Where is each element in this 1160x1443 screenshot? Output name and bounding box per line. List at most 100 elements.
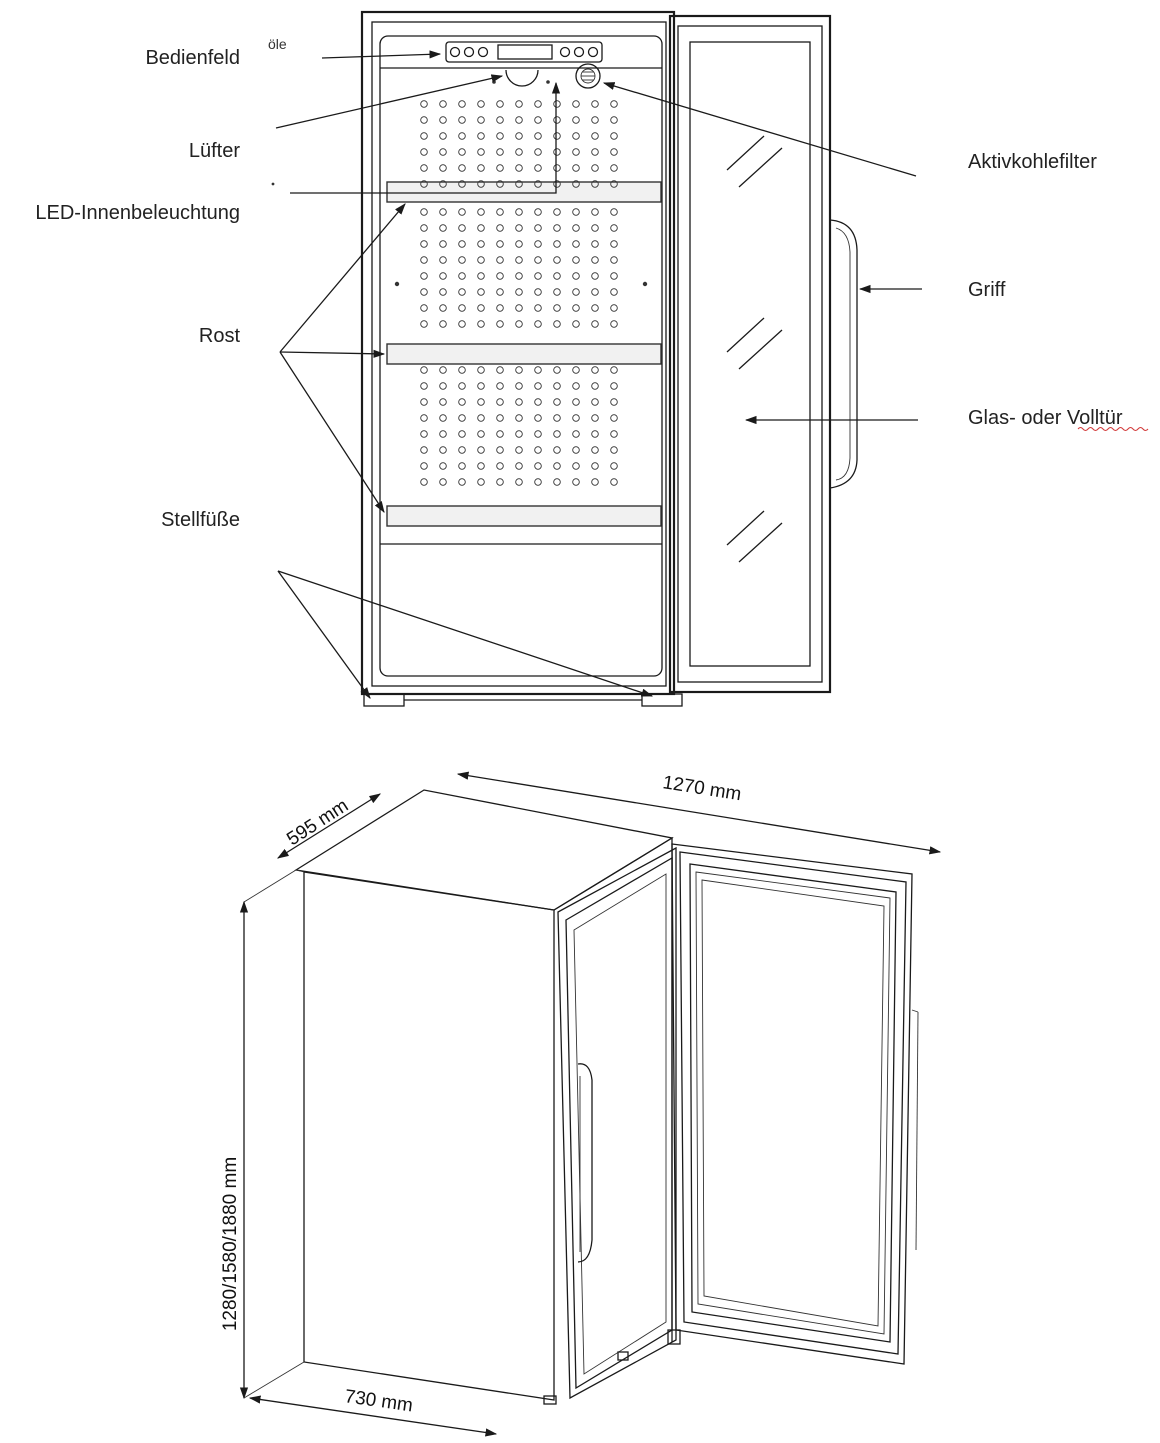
vent-hole bbox=[515, 446, 523, 454]
vent-hole bbox=[572, 208, 580, 216]
vent-hole bbox=[515, 320, 523, 328]
vent-hole bbox=[477, 414, 485, 422]
vent-hole bbox=[420, 366, 428, 374]
label-luefter: Lüfter bbox=[189, 140, 240, 162]
vent-hole bbox=[610, 414, 618, 422]
vent-hole bbox=[439, 240, 447, 248]
vent-hole bbox=[534, 446, 542, 454]
vent-hole bbox=[420, 414, 428, 422]
vent-hole bbox=[439, 478, 447, 486]
vent-hole bbox=[420, 446, 428, 454]
label-aktivkohlefilter: Aktivkohlefilter bbox=[968, 151, 1097, 173]
vent-hole bbox=[439, 164, 447, 172]
vent-hole bbox=[515, 132, 523, 140]
vent-hole bbox=[477, 100, 485, 108]
vent-hole bbox=[534, 320, 542, 328]
vent-hole bbox=[496, 304, 504, 312]
vent-hole bbox=[420, 398, 428, 406]
leader-rost-3 bbox=[279, 351, 385, 513]
vent-hole bbox=[477, 382, 485, 390]
vent-hole bbox=[420, 272, 428, 280]
vent-hole bbox=[515, 256, 523, 264]
vent-hole bbox=[477, 116, 485, 124]
vent-hole bbox=[553, 240, 561, 248]
vent-hole bbox=[458, 478, 466, 486]
vent-hole bbox=[420, 382, 428, 390]
vent-hole bbox=[553, 478, 561, 486]
vent-hole bbox=[458, 398, 466, 406]
leader-stellfuesse-1 bbox=[277, 570, 371, 699]
vent-hole bbox=[496, 320, 504, 328]
cabinet-top bbox=[294, 789, 674, 911]
vent-hole bbox=[420, 304, 428, 312]
vent-hole bbox=[477, 180, 485, 188]
vent-hole bbox=[420, 240, 428, 248]
vent-hole bbox=[572, 446, 580, 454]
vent-hole bbox=[458, 304, 466, 312]
vent-hole bbox=[572, 272, 580, 280]
vent-hole bbox=[439, 382, 447, 390]
vent-hole bbox=[477, 446, 485, 454]
label-led: LED-Innenbeleuchtung bbox=[35, 202, 240, 224]
vent-hole bbox=[553, 180, 561, 188]
vent-hole bbox=[515, 148, 523, 156]
leader-led bbox=[290, 81, 561, 194]
panel-button bbox=[559, 46, 571, 58]
vent-hole bbox=[439, 446, 447, 454]
leader-rost-2 bbox=[279, 349, 386, 358]
vent-hole bbox=[439, 398, 447, 406]
vent-hole bbox=[591, 116, 599, 124]
vent-hole bbox=[591, 132, 599, 140]
vent-hole bbox=[420, 430, 428, 438]
vent-hole bbox=[477, 272, 485, 280]
vent-hole bbox=[496, 272, 504, 280]
vent-hole bbox=[553, 430, 561, 438]
vent-hole bbox=[591, 366, 599, 374]
vent-hole bbox=[534, 462, 542, 470]
vent-hole bbox=[591, 398, 599, 406]
vent-hole bbox=[591, 288, 599, 296]
vent-hole bbox=[458, 446, 466, 454]
panel-button bbox=[573, 46, 585, 58]
vent-hole bbox=[572, 366, 580, 374]
control-panel bbox=[445, 41, 603, 63]
vent-hole bbox=[458, 256, 466, 264]
vent-hole bbox=[591, 478, 599, 486]
door-handle bbox=[829, 219, 858, 489]
vent-hole bbox=[420, 164, 428, 172]
vent-hole bbox=[477, 256, 485, 264]
vent-hole bbox=[610, 148, 618, 156]
vent-hole bbox=[420, 256, 428, 264]
vent-hole bbox=[610, 256, 618, 264]
vent-hole bbox=[610, 446, 618, 454]
vent-hole bbox=[534, 366, 542, 374]
vent-hole bbox=[515, 398, 523, 406]
vent-hole bbox=[420, 148, 428, 156]
vent-hole bbox=[496, 208, 504, 216]
leader-rost-1 bbox=[279, 203, 406, 353]
vent-hole bbox=[496, 430, 504, 438]
vent-hole bbox=[420, 116, 428, 124]
vent-hole bbox=[553, 320, 561, 328]
vent-hole bbox=[610, 288, 618, 296]
vent-hole bbox=[515, 382, 523, 390]
vent-hole bbox=[572, 320, 580, 328]
vent-hole bbox=[420, 462, 428, 470]
vent-hole bbox=[591, 430, 599, 438]
vent-hole bbox=[553, 148, 561, 156]
vent-hole bbox=[477, 164, 485, 172]
vent-hole bbox=[591, 100, 599, 108]
label-tuer: Glas- oder Volltür bbox=[968, 407, 1123, 429]
vent-hole bbox=[610, 164, 618, 172]
vent-hole bbox=[591, 382, 599, 390]
vent-hole bbox=[534, 208, 542, 216]
vent-hole bbox=[458, 320, 466, 328]
cabinet-side bbox=[303, 871, 555, 1401]
vent-hole bbox=[496, 462, 504, 470]
vent-hole bbox=[572, 164, 580, 172]
shelf bbox=[386, 505, 662, 527]
vent-hole bbox=[477, 224, 485, 232]
vent-hole bbox=[515, 240, 523, 248]
vent-hole bbox=[610, 398, 618, 406]
label-rost: Rost bbox=[199, 325, 241, 347]
